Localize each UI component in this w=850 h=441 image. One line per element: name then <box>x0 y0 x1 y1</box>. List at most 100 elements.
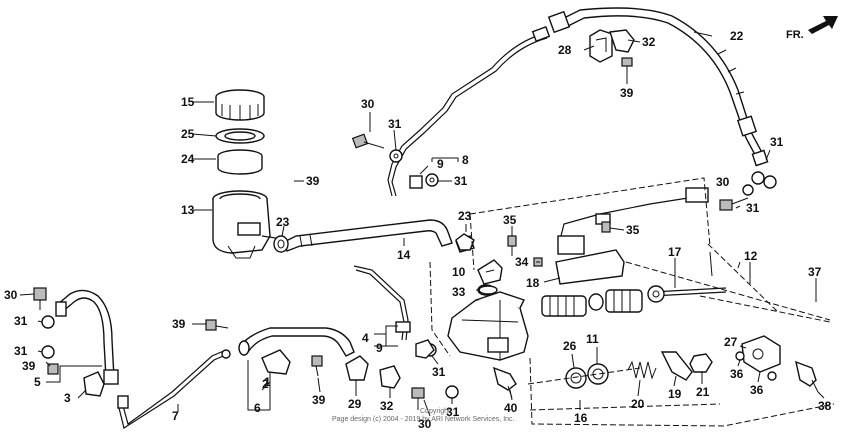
callout-31-bottom: 31 <box>446 405 460 419</box>
washer-31-top <box>389 149 403 163</box>
callout-12: 12 <box>744 249 758 263</box>
leader-lines <box>19 31 825 417</box>
callout-39-left: 39 <box>22 359 36 373</box>
bolt-39-mid <box>311 355 323 377</box>
callout-15: 15 <box>181 95 195 109</box>
pipe-left <box>117 349 231 429</box>
callout-6: 6 <box>254 401 261 415</box>
hose-clip-top <box>609 29 635 53</box>
bolt-35-left <box>507 235 517 256</box>
callout-40: 40 <box>504 401 518 415</box>
callout-30-top: 30 <box>361 97 375 111</box>
callout-30-left: 30 <box>4 288 18 302</box>
pipe-clip-9-top <box>409 175 423 189</box>
bolt-30-top <box>351 133 385 149</box>
callout-34: 34 <box>515 255 529 269</box>
reservoir-hose <box>283 219 453 252</box>
callout-31-left-top: 31 <box>14 314 28 328</box>
callout-1: 1 <box>264 375 271 389</box>
callout-32-top: 32 <box>642 35 656 49</box>
pipe-fitting-10 <box>477 259 503 285</box>
washers-31-right <box>742 171 777 196</box>
clutch-hose-left <box>55 289 119 385</box>
callout-28: 28 <box>558 43 572 57</box>
callout-7: 7 <box>172 409 179 423</box>
callout-38: 38 <box>818 399 832 413</box>
callout-8: 8 <box>462 153 469 167</box>
copyright-line-1: Copyright <box>420 408 450 415</box>
callout-37: 37 <box>808 265 822 279</box>
callout-3: 3 <box>64 391 71 405</box>
reservoir-assembly <box>212 89 281 259</box>
bolt-30-lower <box>411 387 425 410</box>
hose-clamp-left <box>273 235 289 253</box>
bracket-29 <box>345 355 369 381</box>
callout-13: 13 <box>181 203 195 217</box>
callout-35-right: 35 <box>626 223 640 237</box>
nuts-36 <box>735 351 777 381</box>
callout-24: 24 <box>181 152 195 166</box>
callout-31-mid: 31 <box>454 174 468 188</box>
callout-39-top: 39 <box>620 86 634 100</box>
callout-30-lower: 30 <box>418 417 432 431</box>
bolt-40 <box>492 366 517 399</box>
clamp-2 <box>261 349 291 375</box>
callout-31-right: 31 <box>746 201 760 215</box>
callout-31-lower: 31 <box>432 365 446 379</box>
callout-30-right: 30 <box>716 175 730 189</box>
clutch-hose-flexible <box>547 7 769 167</box>
callout-14: 14 <box>397 248 411 262</box>
callout-39-mid: 39 <box>312 393 326 407</box>
bolt-39-left-mid <box>205 319 229 331</box>
piston-kit <box>541 289 643 389</box>
callout-17: 17 <box>668 245 682 259</box>
callout-19: 19 <box>668 387 682 401</box>
clutch-pipe-upper <box>387 26 551 197</box>
clip-32-lower <box>379 365 401 389</box>
pipe-lower <box>353 265 411 341</box>
callout-32-lower: 32 <box>380 399 394 413</box>
callout-29: 29 <box>348 397 362 411</box>
callout-35-left: 35 <box>503 213 517 227</box>
seal-33 <box>478 285 498 295</box>
bolt-38 <box>795 360 819 393</box>
hose-bracket-top <box>589 29 613 63</box>
callout-31-top: 31 <box>388 117 402 131</box>
assembly-outline <box>429 177 835 427</box>
bolt-39-top <box>621 57 633 76</box>
arrow-icon <box>808 16 838 34</box>
callout-36-left: 36 <box>730 367 744 381</box>
callout-10: 10 <box>452 265 466 279</box>
pushrod <box>647 285 727 303</box>
bracket-27 <box>741 335 781 373</box>
nut-21 <box>689 353 713 373</box>
callout-5: 5 <box>34 375 41 389</box>
clutch-switch-harness <box>555 187 709 285</box>
callout-16: 16 <box>574 411 588 425</box>
washer-31-mid <box>425 173 439 187</box>
callout-31-right-top: 31 <box>770 135 784 149</box>
callout-26: 26 <box>563 339 577 353</box>
washer-31-left <box>41 315 55 359</box>
copyright-line-2: Page design (c) 2004 - 2019 by ARI Netwo… <box>332 416 515 423</box>
bolt-30-left <box>33 287 47 310</box>
callout-4: 4 <box>362 331 369 345</box>
callout-31-left-bottom: 31 <box>14 344 28 358</box>
callout-11: 11 <box>586 332 599 346</box>
reservoir-seal <box>215 128 265 144</box>
callout-36-right: 36 <box>750 383 764 397</box>
callout-33: 33 <box>452 285 466 299</box>
bolt-30-right <box>719 197 749 211</box>
front-direction-indicator: FR. <box>786 16 838 41</box>
fitting-9-lower <box>415 339 435 359</box>
clutch-hose-lower <box>238 327 355 357</box>
bracket-3 <box>83 371 105 397</box>
reservoir-body <box>212 190 281 259</box>
reservoir-strainer <box>217 149 263 175</box>
callout-25: 25 <box>181 127 195 141</box>
callout-20: 20 <box>631 397 645 411</box>
callout-22: 22 <box>730 29 744 43</box>
bolt-35-right <box>601 221 611 233</box>
reservoir-cap <box>215 89 265 121</box>
